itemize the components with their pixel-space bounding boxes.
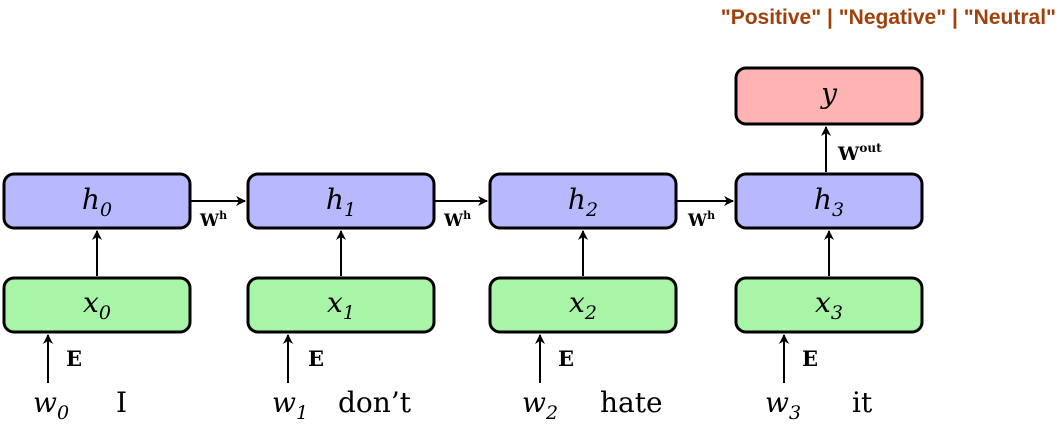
recurrent-weight-label-1: Wh [443, 209, 471, 231]
output-node: y [734, 66, 924, 126]
output-classes-label: "Positive" | "Negative" | "Neutral" [720, 6, 1056, 29]
input-embedding-3 [734, 276, 924, 334]
embed-label-3: E [802, 346, 818, 371]
input-embedding-label-3: x3 [815, 286, 843, 324]
word-text-3: it [852, 386, 873, 419]
recurrent-edge-2-3: Wh [677, 196, 734, 231]
recurrent-weight-label-0: Wh [199, 209, 227, 231]
output-weight-arrow: Wout [821, 126, 882, 172]
recurrent-weight-label-2: Wh [687, 209, 715, 231]
hidden-state-label-0: h0 [82, 183, 112, 221]
embed-label-1: E [308, 346, 324, 371]
timestep-1: h1 x1 E w1 don’t [246, 172, 436, 424]
input-embedding-1 [246, 276, 436, 334]
hidden-state-1 [246, 172, 436, 230]
word-token-0: w0 [33, 386, 69, 424]
input-embedding-label-0: x0 [83, 286, 111, 324]
word-text-0: I [116, 386, 127, 419]
hidden-state-0 [2, 172, 192, 230]
hidden-state-label-1: h1 [326, 183, 356, 221]
hidden-state-label-2: h2 [568, 183, 598, 221]
input-embedding-0 [2, 276, 192, 334]
input-embedding-2 [488, 276, 678, 334]
input-embedding-label-1: x1 [327, 286, 355, 324]
output-weight-label: Wout [837, 141, 882, 165]
word-text-2: hate [600, 386, 663, 419]
word-text-1: don’t [338, 386, 412, 419]
word-token-1: w1 [272, 386, 308, 424]
input-embedding-label-2: x2 [569, 286, 597, 324]
word-token-3: w3 [765, 386, 801, 424]
timestep-2: h2 x2 E w2 hate [488, 172, 678, 424]
hidden-state-3 [734, 172, 924, 230]
embed-label-2: E [558, 346, 574, 371]
hidden-state-label-3: h3 [814, 183, 844, 221]
timestep-3: h3 x3 E w3 it [734, 172, 924, 424]
recurrent-edge-0-1: Wh [191, 196, 246, 231]
hidden-state-2 [488, 172, 678, 230]
embed-label-0: E [66, 346, 82, 371]
timestep-0: h0 x0 E w0 I [2, 172, 192, 424]
word-token-2: w2 [522, 386, 558, 424]
output-label: y [819, 77, 838, 110]
recurrent-edge-1-2: Wh [435, 196, 488, 231]
